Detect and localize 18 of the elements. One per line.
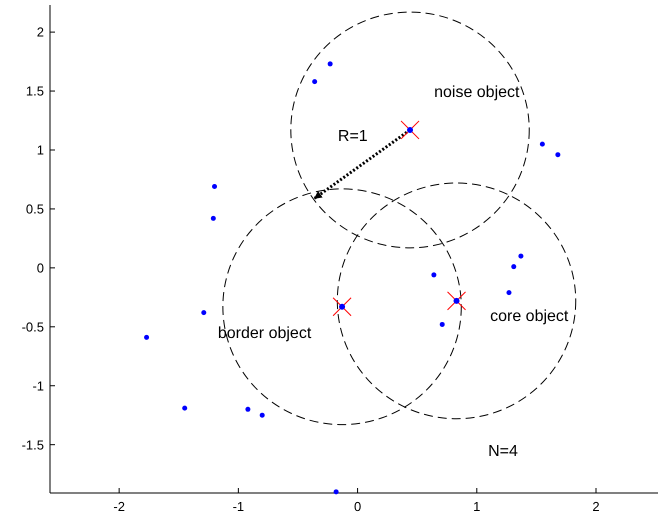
annotation-text: R=1: [338, 129, 368, 146]
tick-label: -1: [232, 500, 244, 513]
tick-label: 0: [354, 500, 362, 513]
tick-label: -1: [31, 379, 44, 392]
tick-label: 2: [592, 500, 600, 513]
tick-label: 1.5: [24, 84, 44, 98]
annotation-text: border object: [218, 326, 312, 342]
tick-label: 0.5: [24, 202, 44, 216]
annotation-text: N=4: [488, 444, 518, 460]
tick-label: 1: [36, 143, 44, 156]
tick-label: 2: [36, 26, 44, 39]
annotation-text: core object: [490, 309, 568, 326]
tick-label: -1.5: [20, 438, 44, 452]
tick-label: -2: [113, 500, 125, 513]
annotation-text: noise object: [434, 85, 520, 102]
tick-label: 1: [473, 500, 480, 513]
tick-label: -0.5: [20, 320, 44, 334]
tick-label: 0: [36, 261, 44, 274]
